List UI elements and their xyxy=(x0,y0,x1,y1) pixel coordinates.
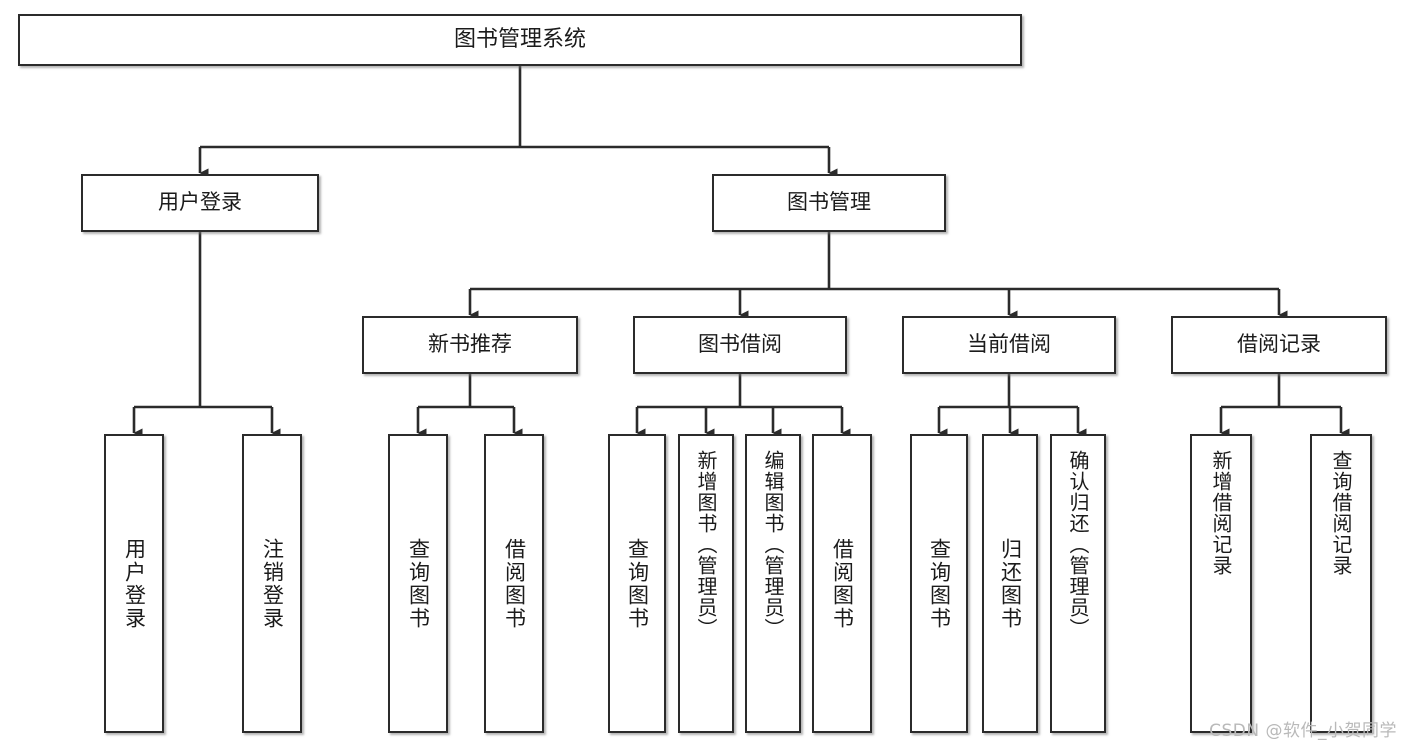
node-current-borrow[interactable]: 当前借阅 xyxy=(902,316,1116,374)
node-leaf-confirm-return[interactable]: 确认归还（管理员） xyxy=(1050,434,1106,733)
node-borrow-record[interactable]: 借阅记录 xyxy=(1171,316,1387,374)
node-label: 图书管理系统 xyxy=(453,26,586,52)
node-user-login[interactable]: 用户登录 xyxy=(81,174,319,232)
node-label: 当前借阅 xyxy=(967,332,1051,357)
node-label: 用户登录 xyxy=(122,537,147,630)
node-label: 新增借阅记录 xyxy=(1209,450,1233,576)
node-label: 查询借阅记录 xyxy=(1329,450,1353,576)
node-label: 借阅图书 xyxy=(502,537,527,630)
node-leaf-user-login[interactable]: 用户登录 xyxy=(104,434,164,733)
node-label: 图书管理 xyxy=(787,190,871,215)
node-root[interactable]: 图书管理系统 xyxy=(18,14,1022,66)
node-label: 归还图书 xyxy=(998,537,1023,630)
node-leaf-user-logout[interactable]: 注销登录 xyxy=(242,434,302,733)
node-leaf-add-book[interactable]: 新增图书（管理员） xyxy=(678,434,734,733)
node-label: 编辑图书（管理员） xyxy=(761,450,785,639)
node-leaf-borrow-book-1[interactable]: 借阅图书 xyxy=(484,434,544,733)
node-label: 借阅图书 xyxy=(830,537,855,630)
node-label: 用户登录 xyxy=(158,190,242,215)
node-leaf-return-book[interactable]: 归还图书 xyxy=(982,434,1038,733)
node-label: 查询图书 xyxy=(927,537,952,630)
node-label: 注销登录 xyxy=(260,537,285,630)
node-label: 确认归还（管理员） xyxy=(1066,450,1090,639)
node-leaf-query-record[interactable]: 查询借阅记录 xyxy=(1310,434,1372,733)
node-label: 新书推荐 xyxy=(428,332,512,357)
node-book-borrow[interactable]: 图书借阅 xyxy=(633,316,847,374)
node-leaf-query-book-3[interactable]: 查询图书 xyxy=(910,434,968,733)
node-leaf-query-book-1[interactable]: 查询图书 xyxy=(388,434,448,733)
node-leaf-query-book-2[interactable]: 查询图书 xyxy=(608,434,666,733)
node-leaf-add-record[interactable]: 新增借阅记录 xyxy=(1190,434,1252,733)
node-new-book-rec[interactable]: 新书推荐 xyxy=(362,316,578,374)
node-leaf-edit-book[interactable]: 编辑图书（管理员） xyxy=(745,434,801,733)
node-label: 新增图书（管理员） xyxy=(694,450,718,639)
node-label: 查询图书 xyxy=(625,537,650,630)
watermark-text: CSDN @软件_小贺同学 xyxy=(1209,721,1397,741)
node-label: 查询图书 xyxy=(406,537,431,630)
node-label: 借阅记录 xyxy=(1237,332,1321,357)
node-book-manage[interactable]: 图书管理 xyxy=(712,174,946,232)
node-label: 图书借阅 xyxy=(698,332,782,357)
node-leaf-borrow-book-2[interactable]: 借阅图书 xyxy=(812,434,872,733)
